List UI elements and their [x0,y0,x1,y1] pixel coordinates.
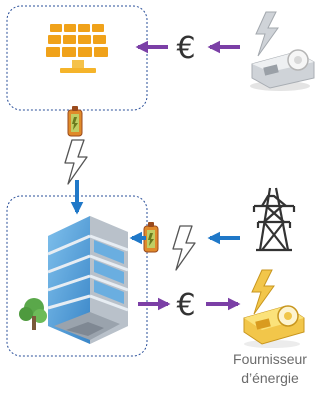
battery-icon-building [143,222,159,253]
battery-icon [67,106,83,137]
euro-symbol-top: € [176,31,195,66]
solar-panel-icon [46,24,108,73]
energy-supplier-label-line1: Fournisseur [233,351,307,367]
euro-symbol-bottom: € [176,288,195,323]
energy-supplier-label: Fournisseur d’énergie [222,350,318,388]
lightning-icon-grid [172,225,196,271]
energy-supplier-label-line2: d’énergie [241,370,299,386]
power-pylon-icon [252,187,296,252]
energy-meter-icon [250,11,315,91]
lightning-icon [64,139,88,185]
building-icon [19,216,129,344]
solar-box [6,5,148,111]
energy-supplier-icon [243,269,305,348]
